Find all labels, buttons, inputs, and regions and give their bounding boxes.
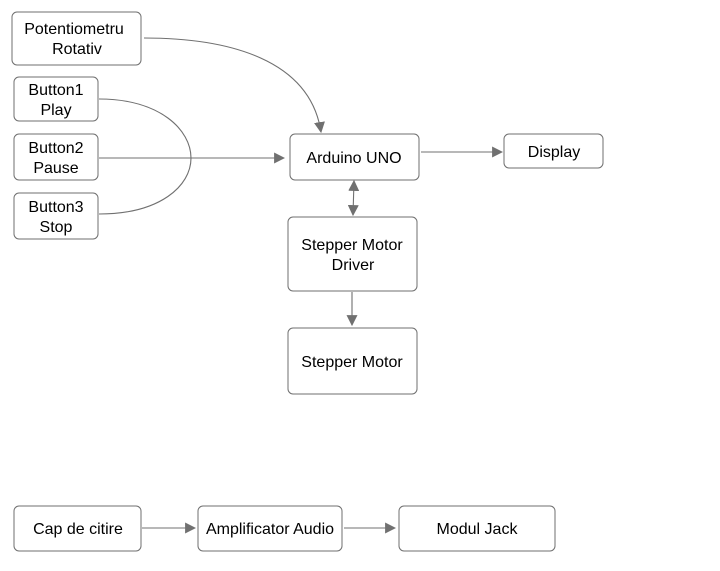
node-amplificator: Amplificator Audio [197,505,343,552]
node-box [289,133,420,181]
node-display: Display [503,133,604,169]
node-box [13,192,99,240]
edge-button-bus [98,98,192,215]
node-label-line: Arduino UNO [306,150,401,167]
node-box [13,76,99,122]
edge-arduino-to-driver [347,179,360,217]
node-label-line: Stop [40,219,73,236]
node-label-line: Button3 [28,199,83,216]
node-box [287,327,418,395]
node-label-line: Play [40,102,71,119]
node-button1: Button1 Play [13,76,99,122]
node-box [398,505,556,552]
node-label-line: Driver [332,257,375,274]
node-box [503,133,604,169]
node-motor: Stepper Motor [287,327,418,395]
node-label-line: Cap de citire [33,521,123,538]
node-label-line: Stepper Motor [301,237,403,254]
node-label-line: Stepper Motor [301,354,403,371]
node-label-line: Button1 [28,82,83,99]
edge-potentiometru-to-arduino [143,37,325,134]
node-label-line: Display [528,144,580,161]
node-potentiometru: Potentiometru Rotativ [11,11,142,66]
node-button2: Button2 Pause [13,133,99,181]
node-box [13,505,142,552]
node-button3: Button3 Stop [13,192,99,240]
node-arduino: Arduino UNO [289,133,420,181]
node-box [197,505,343,552]
node-box [13,133,99,181]
node-label-line: Rotativ [52,41,102,58]
connection-layer [98,37,504,534]
node-label-line: Button2 [28,140,83,157]
node-label-line: Amplificator Audio [206,521,334,538]
node-label-line: Potentiometru [24,21,124,38]
node-jack: Modul Jack [398,505,556,552]
node-label-line: Pause [33,160,78,177]
node-box [11,11,142,66]
node-label-line: Modul Jack [437,521,519,538]
node-cap: Cap de citire [13,505,142,552]
node-box [287,216,418,292]
node-driver: Stepper Motor Driver [287,216,418,292]
